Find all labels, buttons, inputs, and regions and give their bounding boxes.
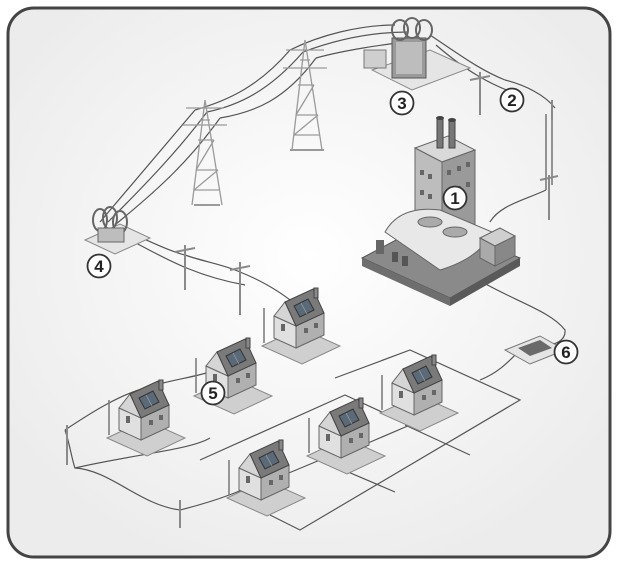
marker-label: 3 xyxy=(397,94,406,113)
marker-3: 3 xyxy=(391,92,414,115)
marker-6: 6 xyxy=(555,341,578,364)
marker-label: 1 xyxy=(450,189,459,208)
marker-1: 1 xyxy=(444,187,467,210)
marker-label: 5 xyxy=(208,384,217,403)
marker-label: 4 xyxy=(94,257,104,276)
marker-label: 2 xyxy=(507,91,516,110)
marker-4: 4 xyxy=(88,255,111,278)
marker-2: 2 xyxy=(501,89,524,112)
marker-5: 5 xyxy=(202,382,225,405)
marker-label: 6 xyxy=(561,343,570,362)
